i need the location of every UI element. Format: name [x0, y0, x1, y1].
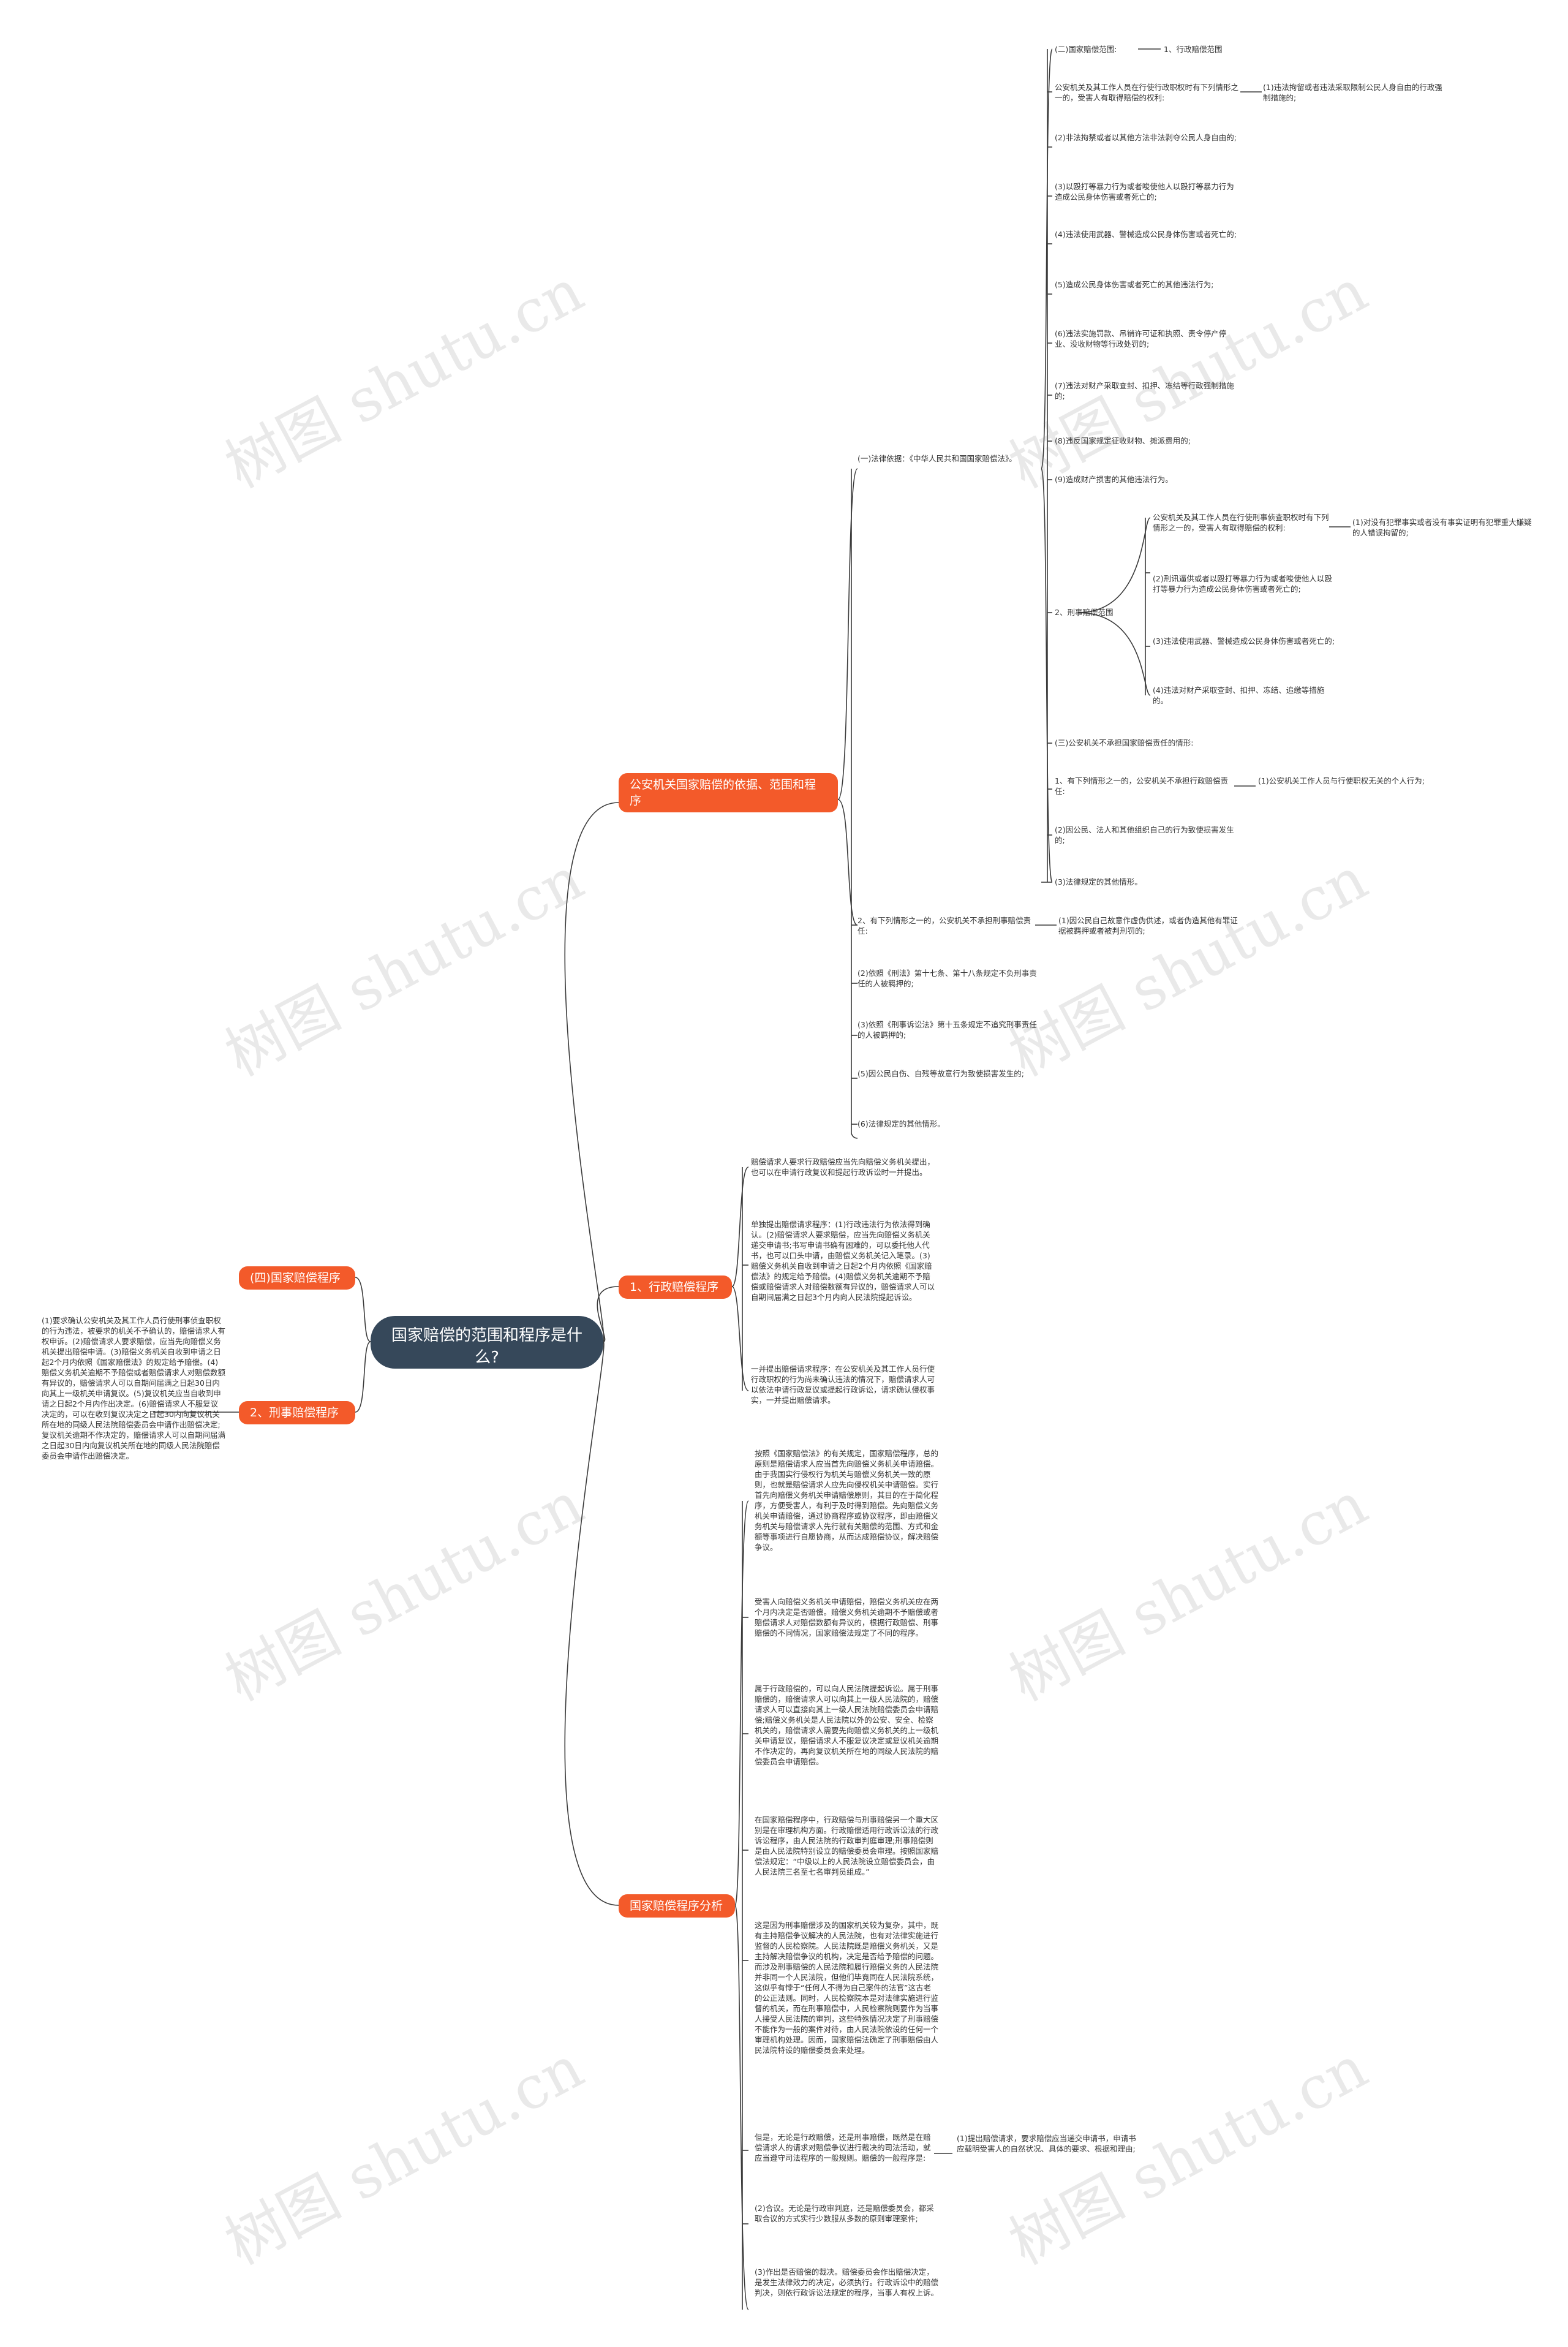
node-criminal-scope: 2、刑事赔偿范围 [1055, 608, 1114, 617]
node-analysis-6: 但是，无论是行政赔偿，还是刑事赔偿，既然是在赔偿请求人的请求对赔偿争议进行裁决的… [755, 2133, 931, 2163]
node-analysis-1: 按照《国家赔偿法》的有关规定，国家赔偿程序，总的原则是赔偿请求人应当首先向赔偿义… [755, 1449, 939, 1552]
node-not-liable-criminal: 2、有下列情形之一的，公安机关不承担刑事赔偿责任: [858, 916, 1031, 935]
node-not-liable-criminal-5: (6)法律规定的其他情形。 [858, 1119, 945, 1128]
node-analysis-2: 受害人向赔偿义务机关申请赔偿，赔偿义务机关应在两个月内决定是否赔偿。赔偿义务机关… [755, 1597, 939, 1638]
node-scope: (二)国家赔偿范围: [1055, 45, 1117, 54]
node-criminal-3: (3)违法使用武器、警械造成公民身体伤害或者死亡的; [1153, 637, 1335, 646]
watermark: 树图 shutu.cn [998, 1469, 1378, 1715]
node-analysis-6-child: (1)提出赔偿请求，要求赔偿应当递交申请书，申请书应载明受害人的自然状况、具体的… [957, 2134, 1136, 2153]
node-criminal-1: 公安机关及其工作人员在行使刑事侦查职权时有下列情形之一的，受害人有取得赔偿的权利… [1153, 513, 1329, 532]
node-criminal-2: (2)刑讯逼供或者以殴打等暴力行为或者唆使他人以殴打等暴力行为造成公民身体伤害或… [1153, 574, 1332, 594]
branch-procedure-analysis[interactable]: 国家赔偿程序分析 [619, 1894, 735, 1918]
node-admin-scope: 1、行政赔偿范围 [1164, 45, 1223, 54]
watermark: 树图 shutu.cn [214, 2033, 594, 2278]
node-not-liable-admin-child: (1)公安机关工作人员与行使职权无关的个人行为; [1258, 776, 1425, 785]
watermark: 树图 shutu.cn [214, 256, 594, 502]
node-admin-2: (2)非法拘禁或者以其他方法非法剥夺公民人身自由的; [1055, 133, 1237, 142]
node-admin-5: (5)造成公民身体伤害或者死亡的其他违法行为; [1055, 280, 1214, 289]
node-admin-proc-1: 赔偿请求人要求行政赔偿应当先向赔偿义务机关提出，也可以在申请行政复议和提起行政诉… [751, 1157, 935, 1177]
node-analysis-7: (2)合议。无论是行政审判庭，还是赔偿委员会，都采取合议的方式实行少数服从多数的… [755, 2204, 934, 2223]
branch-public-security-compensation[interactable]: 公安机关国家赔偿的依据、范围和程序 [619, 773, 838, 812]
node-not-liable-criminal-3: (3)依照《刑事诉讼法》第十五条规定不追究刑事责任的人被羁押的; [858, 1020, 1037, 1040]
node-admin-proc-3: 一并提出赔偿请求程序：在公安机关及其工作人员行使行政职权的行为尚未确认违法的情况… [751, 1364, 935, 1405]
node-analysis-5: 这是因为刑事赔偿涉及的国家机关较为复杂，其中，既有主持赔偿争议解决的人民法院，也… [755, 1921, 939, 2055]
node-admin-8: (8)违反国家规定征收财物、摊派费用的; [1055, 436, 1191, 445]
node-admin-1: 公安机关及其工作人员在行使行政职权时有下列情形之一的，受害人有取得赔偿的权利: [1055, 83, 1239, 102]
left-note: (1)要求确认公安机关及其工作人员行使刑事侦查职权的行为违法，被要求的机关不予确… [42, 1316, 226, 1461]
node-admin-9: (9)造成财产损害的其他违法行为。 [1055, 475, 1173, 484]
node-admin-1-child: (1)违法拘留或者违法采取限制公民人身自由的行政强制措施的; [1263, 83, 1442, 102]
watermark: 树图 shutu.cn [214, 1469, 594, 1715]
root-topic[interactable]: 国家赔偿的范围和程序是什么? [371, 1316, 603, 1369]
node-analysis-3: 属于行政赔偿的，可以向人民法院提起诉讼。属于刑事赔偿的，赔偿请求人可以向其上一级… [755, 1684, 939, 1766]
node-admin-proc-2: 单独提出赔偿请求程序：(1)行政违法行为依法得到确认。(2)赔偿请求人要求赔偿，… [751, 1220, 935, 1302]
branch-criminal-procedure[interactable]: 2、刑事赔偿程序 [239, 1401, 355, 1424]
node-not-liable-admin: 1、有下列情形之一的，公安机关不承担行政赔偿责任: [1055, 776, 1228, 796]
node-criminal-4: (4)违法对财产采取查封、扣押、冻结、追缴等措施的。 [1153, 686, 1325, 705]
node-not-liable-criminal-4: (5)因公民自伤、自残等故意行为致使损害发生的; [858, 1069, 1024, 1078]
branch-state-compensation-procedure[interactable]: (四)国家赔偿程序 [239, 1266, 355, 1290]
node-not-liable-criminal-2: (2)依照《刑法》第十七条、第十八条规定不负刑事责任的人被羁押的; [858, 969, 1037, 988]
node-not-liable-admin-2: (2)因公民、法人和其他组织自己的行为致使损害发生的; [1055, 825, 1234, 845]
node-criminal-1-child: (1)对没有犯罪事实或者没有事实证明有犯罪重大嫌疑的人错误拘留的; [1352, 518, 1532, 537]
node-analysis-8: (3)作出是否赔偿的裁决。赔偿委员会作出赔偿决定，是发生法律效力的决定，必须执行… [755, 2267, 939, 2297]
node-analysis-4: 在国家赔偿程序中，行政赔偿与刑事赔偿另一个重大区别是在审理机构方面。行政赔偿适用… [755, 1815, 939, 1876]
node-admin-7: (7)违法对财产采取查封、扣押、冻结等行政强制措施的; [1055, 381, 1234, 401]
watermark: 树图 shutu.cn [214, 844, 594, 1090]
node-not-liable: (三)公安机关不承担国家赔偿责任的情形: [1055, 738, 1194, 747]
node-admin-4: (4)违法使用武器、警械造成公民身体伤害或者死亡的; [1055, 230, 1237, 239]
node-not-liable-criminal-child: (1)因公民自己故意作虚伪供述，或者伪造其他有罪证据被羁押或者被判刑罚的; [1058, 916, 1238, 935]
node-legal-basis: (一)法律依据：《中华人民共和国国家赔偿法》。 [858, 454, 1017, 463]
branch-administrative-procedure[interactable]: 1、行政赔偿程序 [619, 1276, 732, 1299]
node-not-liable-admin-3: (3)法律规定的其他情形。 [1055, 877, 1142, 886]
node-admin-3: (3)以殴打等暴力行为或者唆使他人以殴打等暴力行为造成公民身体伤害或者死亡的; [1055, 182, 1234, 202]
node-admin-6: (6)违法实施罚款、吊销许可证和执照、责令停产停业、没收财物等行政处罚的; [1055, 329, 1227, 349]
watermark: 树图 shutu.cn [998, 844, 1378, 1090]
